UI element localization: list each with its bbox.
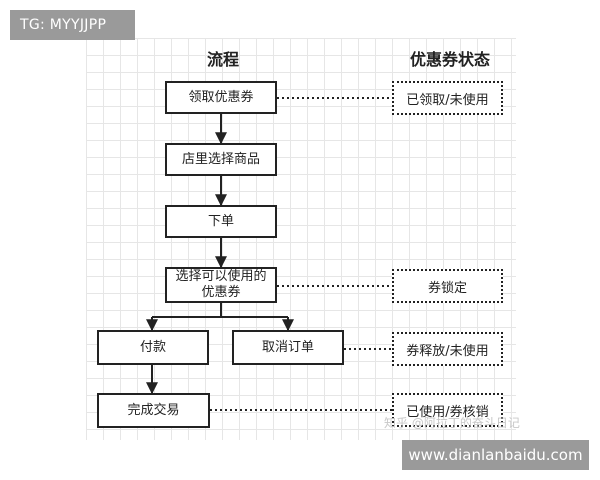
box-complete-deal: 完成交易	[97, 393, 210, 428]
status-locked: 券锁定	[392, 269, 503, 303]
box-cancel-order: 取消订单	[232, 330, 344, 365]
status-used-redeemed: 已使用/券核销	[392, 393, 503, 427]
box-pay: 付款	[97, 330, 209, 365]
header-coupon-status: 优惠券状态	[409, 50, 490, 69]
box-choose-coupon: 选择可以使用的 优惠券	[165, 267, 277, 303]
status-released-unused: 券释放/未使用	[392, 332, 503, 366]
status-received-unused: 已领取/未使用	[392, 81, 503, 115]
site-watermark: www.dianlanbaidu.com	[402, 440, 589, 470]
box-select-goods: 店里选择商品	[165, 143, 277, 176]
box-place-order: 下单	[165, 205, 277, 238]
tg-tag-label: TG: MYYJJPP	[10, 10, 135, 40]
box-receive-coupon: 领取优惠券	[165, 81, 277, 114]
faint-watermark: 知乎 @阿拉丁的奋斗日记	[384, 416, 520, 430]
header-flow: 流程	[206, 50, 239, 69]
